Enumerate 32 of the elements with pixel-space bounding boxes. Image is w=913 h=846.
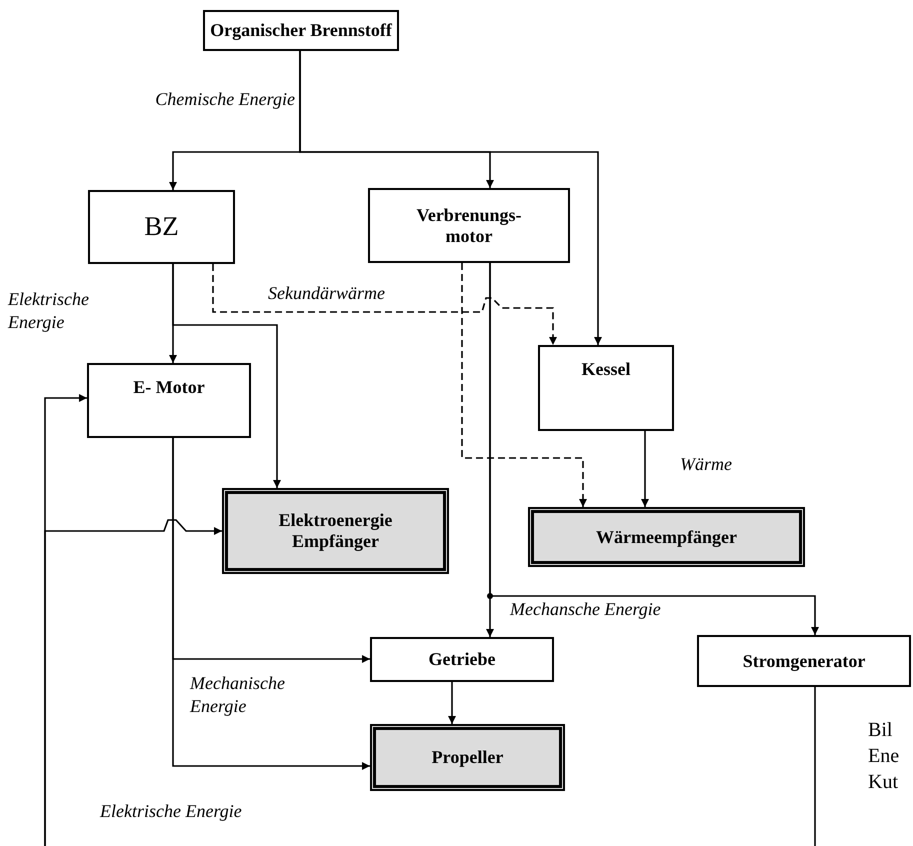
arrow — [172, 438, 370, 770]
process-box — [697, 635, 911, 687]
box-label: Stromgenerator — [742, 650, 866, 672]
box-label: Getriebe — [428, 649, 496, 670]
process-box — [538, 345, 674, 431]
process-box — [370, 637, 554, 682]
receiver-box — [370, 724, 565, 791]
process-box — [203, 10, 399, 51]
process-box — [88, 190, 235, 264]
box-label: Verbrenungs- motor — [415, 204, 523, 246]
caption-text: Bil — [868, 718, 892, 742]
receiver-box — [528, 507, 805, 567]
receiver-box — [222, 488, 449, 574]
box-label: Kessel — [582, 359, 630, 380]
process-box — [87, 363, 251, 438]
process-box — [368, 188, 570, 263]
arrow — [448, 682, 456, 724]
arrow — [44, 519, 222, 846]
dashed-arrow — [212, 264, 557, 345]
box-label: Wärmeempfänger — [596, 526, 737, 548]
dashed-arrow — [461, 263, 587, 507]
box-label: Elektroenergie Empfänger — [278, 510, 394, 552]
arrow — [299, 51, 602, 345]
arrow — [172, 264, 281, 488]
caption-text: Kut — [868, 770, 898, 794]
box-label: E- Motor — [133, 377, 205, 398]
box-label: Organischer Brennstoff — [210, 20, 392, 41]
box-label: BZ — [144, 211, 179, 243]
box-label: Propeller — [432, 747, 504, 768]
arrow — [489, 263, 819, 635]
arrow — [641, 431, 649, 507]
caption-text: Ene — [868, 744, 900, 768]
